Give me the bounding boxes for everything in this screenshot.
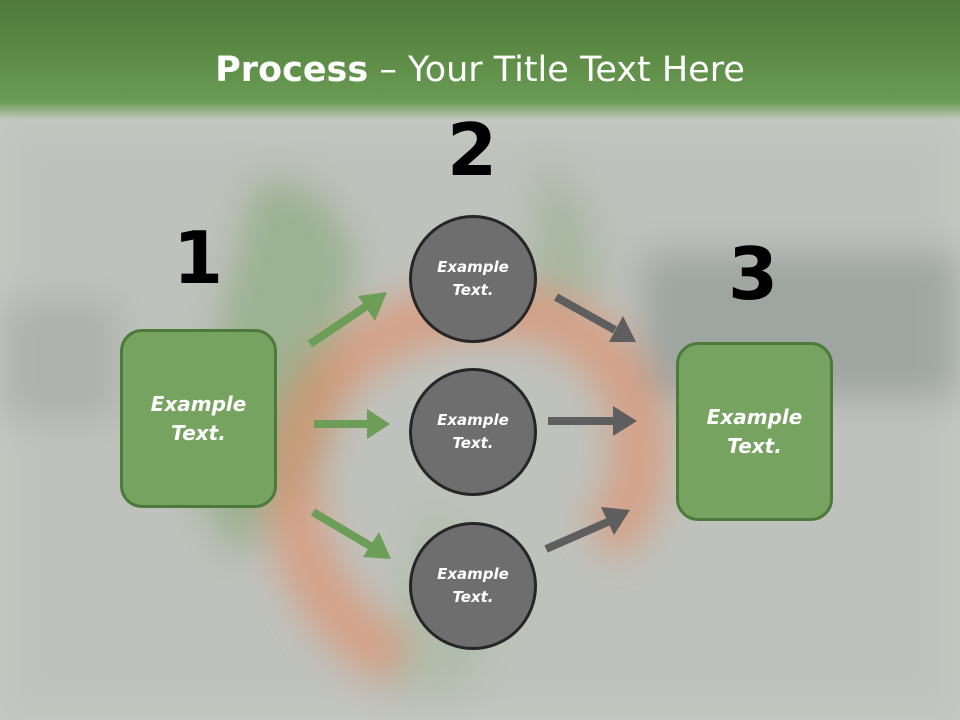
step-1-box: Example Text.: [120, 329, 277, 508]
circle-top: Example Text.: [409, 215, 537, 343]
arrow-green-down: [310, 508, 391, 559]
step-1-text: Example Text.: [150, 391, 247, 445]
circle-middle: Example Text.: [409, 368, 537, 496]
step-number-1: 1: [172, 216, 224, 300]
title-bold: Process: [215, 50, 369, 90]
circle-bottom-text: Example Text.: [437, 565, 509, 606]
circle-bottom: Example Text.: [409, 522, 537, 650]
step-3-text: Example Text.: [706, 404, 803, 458]
title-bar: [0, 0, 960, 120]
step-number-2: 2: [446, 108, 498, 192]
title-rest: – Your Title Text Here: [368, 50, 745, 90]
slide-title: Process – Your Title Text Here: [0, 50, 960, 90]
arrow-green-right: [314, 409, 390, 439]
arrow-gray-up: [544, 507, 630, 553]
step-3-box: Example Text.: [676, 342, 833, 521]
arrow-green-up: [307, 292, 387, 348]
circle-top-text: Example Text.: [437, 258, 509, 299]
arrow-gray-down: [554, 293, 636, 342]
step-number-3: 3: [727, 232, 779, 316]
circle-middle-text: Example Text.: [437, 411, 509, 452]
arrow-gray-right: [548, 406, 637, 436]
